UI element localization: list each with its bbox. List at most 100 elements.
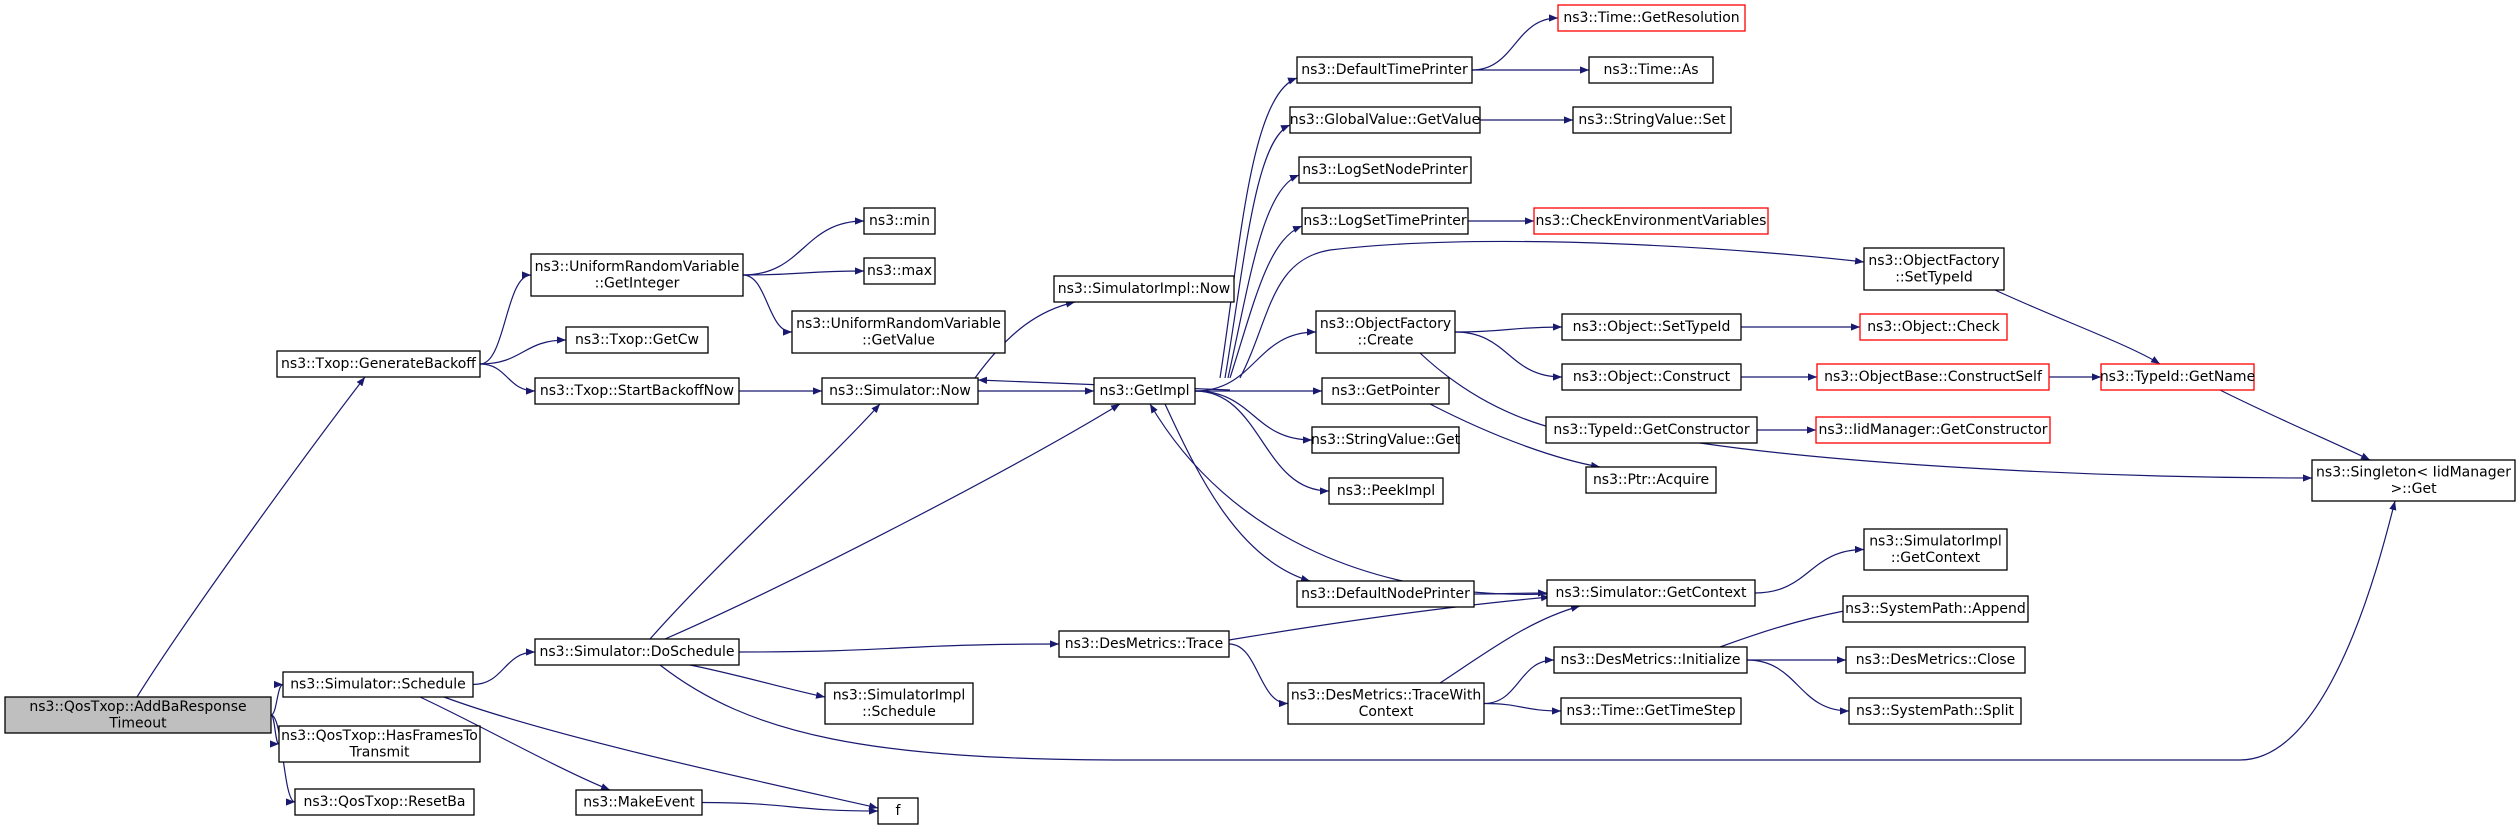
node-label: ns3::min <box>869 213 930 229</box>
node-ns3-uniformrandomvariable-getinteger[interactable]: ns3::UniformRandomVariable::GetInteger <box>530 253 744 297</box>
node-ns3-stringvalue-set[interactable]: ns3::StringValue::Set <box>1572 106 1732 134</box>
node-ns3-desmetrics-trace[interactable]: ns3::DesMetrics::Trace <box>1058 630 1230 658</box>
node-ns3-typeid-getname[interactable]: ns3::TypeId::GetName <box>2100 363 2255 391</box>
node-box <box>1588 56 1714 84</box>
node-label: Timeout <box>108 715 167 731</box>
node-ns3-txop-generatebackoff[interactable]: ns3::Txop::GenerateBackoff <box>276 350 481 378</box>
node-ns3-systempath-append[interactable]: ns3::SystemPath::Append <box>1842 595 2029 623</box>
edge-desminit-to-syssplit <box>1746 659 1850 715</box>
node-ns3-logsettimeprinter[interactable]: ns3::LogSetTimePrinter <box>1301 207 1469 235</box>
node-ns3-objectfactory-settypeid[interactable]: ns3::ObjectFactory::SetTypeId <box>1863 247 2005 291</box>
node-label: ns3::GetImpl <box>1099 383 1189 399</box>
edge-simgetctx-to-getimpl <box>1149 403 1551 596</box>
node-box <box>294 788 475 816</box>
node-ns3-simulatorimpl-schedule[interactable]: ns3::SimulatorImpl::Schedule <box>824 682 974 725</box>
node-ns3-time-gettimestep[interactable]: ns3::Time::GetTimeStep <box>1560 697 1742 725</box>
edge-getimpl-to-strvalget <box>1194 390 1313 444</box>
node-ns3-defaulttimeprinter[interactable]: ns3::DefaultTimePrinter <box>1296 56 1473 84</box>
node-box <box>1301 207 1469 235</box>
node-ns3-singleton-iidmanager-get[interactable]: ns3::Singleton< IidManager >::Get <box>2311 459 2516 502</box>
edge-ofcreate-to-objconstruct <box>1454 331 1563 381</box>
node-ns3-simulator-doschedule[interactable]: ns3::Simulator::DoSchedule <box>534 638 740 666</box>
node-ns3-peekimpl[interactable]: ns3::PeekImpl <box>1328 477 1444 505</box>
node-label: ns3::QosTxop::AddBaResponse <box>29 699 246 715</box>
node-ns3-simulatorimpl-getcontext[interactable]: ns3::SimulatorImpl::GetContext <box>1863 528 2008 571</box>
node-box <box>791 310 1006 354</box>
node-label: ns3::TypeId::GetConstructor <box>1553 422 1749 438</box>
node-box <box>282 671 474 698</box>
edge-schedule-to-doschedule <box>472 648 536 686</box>
node-label: ns3::ObjectFactory <box>1320 316 1451 332</box>
node-ns3-typeid-getconstructor[interactable]: ns3::TypeId::GetConstructor <box>1545 416 1758 444</box>
edge-simgetctx-to-simimplgetctx <box>1754 545 1865 594</box>
edge-doschedule-to-singletonget <box>659 500 2397 761</box>
node-ns3-max[interactable]: ns3::max <box>863 257 936 285</box>
node-ns3-simulator-now[interactable]: ns3::Simulator::Now <box>821 377 979 405</box>
node-box <box>278 725 481 763</box>
node-ns3-desmetrics-close[interactable]: ns3::DesMetrics::Close <box>1845 646 2026 674</box>
node-f[interactable]: f <box>877 797 919 825</box>
node-ns3-simulator-getcontext[interactable]: ns3::Simulator::GetContext <box>1546 579 1756 607</box>
node-ns3-getpointer[interactable]: ns3::GetPointer <box>1321 377 1450 405</box>
node-ns3-systempath-split[interactable]: ns3::SystemPath::Split <box>1848 697 2022 725</box>
node-box <box>1321 377 1450 405</box>
node-box <box>1328 477 1444 505</box>
node-label: ns3::SimulatorImpl::Now <box>1058 281 1231 297</box>
edge-urvgetint-to-max <box>742 267 865 276</box>
node-label: ns3::UniformRandomVariable <box>796 316 1001 332</box>
node-ns3-desmetrics-initialize[interactable]: ns3::DesMetrics::Initialize <box>1553 646 1748 674</box>
node-box <box>1585 466 1717 494</box>
node-ns3-time-as[interactable]: ns3::Time::As <box>1588 56 1714 84</box>
node-ns3-object-check[interactable]: ns3::Object::Check <box>1859 313 2008 341</box>
node-box <box>877 797 919 825</box>
node-ns3-checkenvironmentvariables[interactable]: ns3::CheckEnvironmentVariables <box>1533 207 1769 235</box>
edge-genbackoff-to-getcw <box>479 336 567 365</box>
node-ns3-uniformrandomvariable-getvalue[interactable]: ns3::UniformRandomVariable::GetValue <box>791 310 1006 354</box>
edge-schedule-to-makeevent <box>419 696 611 791</box>
node-ns3-stringvalue-get[interactable]: ns3::StringValue::Get <box>1311 426 1461 454</box>
node-ns3-logsetnodeprinter[interactable]: ns3::LogSetNodePrinter <box>1298 156 1472 184</box>
edges-layer <box>136 14 2397 815</box>
node-ns3-objectfactory-create[interactable]: ns3::ObjectFactory::Create <box>1315 310 1456 354</box>
node-box <box>1545 416 1758 444</box>
node-box <box>1287 682 1485 725</box>
node-ns3-iidmanager-getconstructor[interactable]: ns3::IidManager::GetConstructor <box>1815 416 2051 444</box>
node-ns3-makeevent[interactable]: ns3::MakeEvent <box>575 789 703 816</box>
node-box <box>2100 363 2255 391</box>
node-box <box>575 789 703 816</box>
node-box <box>1845 646 2026 674</box>
node-ns3-simulatorimpl-now[interactable]: ns3::SimulatorImpl::Now <box>1053 275 1235 303</box>
node-ns3-simulator-schedule[interactable]: ns3::Simulator::Schedule <box>282 671 474 698</box>
node-box <box>1315 310 1456 354</box>
node-label: ns3::SystemPath::Split <box>1856 703 2014 719</box>
node-ns3-min[interactable]: ns3::min <box>863 207 936 235</box>
edge-doschedule-to-desmtrace <box>738 640 1060 653</box>
edge-deftimeprinter-to-timegetres <box>1471 14 1559 71</box>
node-ns3-ptr-acquire[interactable]: ns3::Ptr::Acquire <box>1585 466 1717 494</box>
node-ns3-qostxop-resetba[interactable]: ns3::QosTxop::ResetBa <box>294 788 475 816</box>
node-box <box>1289 106 1481 134</box>
node-ns3-object-construct[interactable]: ns3::Object::Construct <box>1561 363 1742 391</box>
node-box <box>530 253 744 297</box>
node-ns3-globalvalue-getvalue[interactable]: ns3::GlobalValue::GetValue <box>1289 106 1481 134</box>
node-box <box>863 207 936 235</box>
node-label: ns3::Txop::GenerateBackoff <box>281 356 476 372</box>
node-label: ns3::Object::Construct <box>1573 369 1731 385</box>
node-ns3-txop-getcw[interactable]: ns3::Txop::GetCw <box>565 326 709 354</box>
node-ns3-txop-startbackoffnow[interactable]: ns3::Txop::StartBackoffNow <box>534 377 740 405</box>
node-label: ns3::UniformRandomVariable <box>535 259 740 275</box>
node-label: Context <box>1359 704 1414 720</box>
node-ns3-object-settypeid[interactable]: ns3::Object::SetTypeId <box>1561 313 1742 341</box>
node-box <box>1058 630 1230 658</box>
node-ns3-objectbase-constructself[interactable]: ns3::ObjectBase::ConstructSelf <box>1816 363 2050 391</box>
node-ns3-time-getresolution[interactable]: ns3::Time::GetResolution <box>1557 4 1746 32</box>
node-ns3-getimpl[interactable]: ns3::GetImpl <box>1093 377 1196 405</box>
edge-root-to-schedule <box>270 680 284 716</box>
node-ns3-defaultnodeprinter[interactable]: ns3::DefaultNodePrinter <box>1296 580 1475 608</box>
node-label: ns3::Object::SetTypeId <box>1573 319 1731 335</box>
node-label: ns3::Simulator::DoSchedule <box>540 644 735 660</box>
